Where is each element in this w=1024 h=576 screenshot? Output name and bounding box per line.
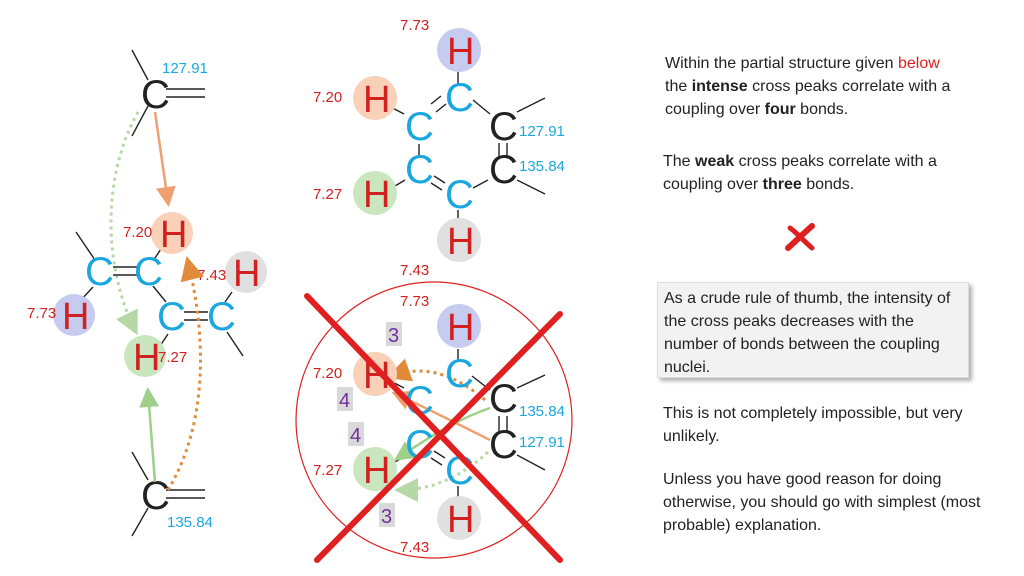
crossed-ring-carbon-1: C [445, 352, 474, 396]
top-ring-h-top-shift: 7.73 [400, 17, 429, 34]
left-top-carbon-shift: 127.91 [162, 60, 208, 77]
left-dotted-orange-arrow [166, 256, 205, 491]
bond-count-badge-3-bg [348, 422, 364, 446]
left-h-green-bg [124, 335, 166, 377]
crossed-ring-outline [295, 281, 573, 559]
left-bottom-carbon-shift: 135.84 [167, 514, 213, 531]
top-ring-h-left-low: H [363, 174, 390, 216]
crossed-ring-c-right-top-shift: 135.84 [519, 403, 565, 420]
bond-count-badge-4: 3 [381, 506, 392, 528]
crossed-ring-h-left-low: H [363, 450, 390, 492]
crossed-ring: C C C C C C H 7.73 H 7.20 H 7.27 135.84 … [295, 281, 573, 563]
left-h-grey-shift: 7.43 [197, 267, 226, 284]
crossed-ring-dotted-orange-arrow [386, 358, 486, 402]
top-ring: C C C C C C H 7.73 H 7.20 H 7.27 127.91 … [313, 17, 565, 279]
bond-count-badge-3: 4 [350, 425, 361, 447]
left-carbon-4: C [207, 295, 236, 339]
crossed-ring-h-left-shift: 7.20 [313, 365, 342, 382]
bond-count-badge-2: 4 [339, 390, 350, 412]
crossed-ring-cross-line-1 [304, 293, 563, 563]
top-ring-h-left-shift: 7.20 [313, 89, 342, 106]
top-ring-c-right-low-shift: 135.84 [519, 158, 565, 175]
top-ring-carbon-4: C [405, 148, 434, 192]
crossed-ring-h-bottom-bg [437, 496, 481, 540]
crossed-ring-h-left-bg [353, 352, 397, 396]
left-carbon-2: C [134, 250, 163, 294]
left-h-orange-shift: 7.20 [123, 224, 152, 241]
top-ring-carbon-6: C [445, 173, 474, 217]
top-ring-h-top-bg [437, 28, 481, 72]
left-h-blue: H [62, 296, 89, 338]
top-ring-carbon-1: C [445, 76, 474, 120]
left-top-carbon: C [141, 73, 170, 117]
left-structure: C 127.91 C C C C H 7.20 H 7.43 [27, 49, 267, 537]
intense-peaks-note: Within the partial structure given below… [665, 55, 951, 118]
crossed-ring-h-top-shift: 7.73 [400, 293, 429, 310]
unlikely-note: This is not completely impossible, but v… [663, 405, 963, 445]
bond-count-badge-2-bg [337, 387, 353, 411]
bond-count-badge-4-bg [379, 503, 395, 527]
crossed-ring-cross-line-2 [314, 311, 563, 563]
left-orange-arrow [153, 111, 176, 207]
top-ring-h-bottom-shift: 7.43 [400, 262, 429, 279]
left-top-bonds [131, 49, 205, 137]
left-h-blue-bg [53, 294, 95, 336]
left-carbon-3: C [157, 295, 186, 339]
simplest-explanation-note: Unless you have good reason for doing ot… [663, 471, 981, 534]
highlight-below: below [898, 55, 940, 72]
top-ring-h-bottom: H [447, 221, 474, 263]
left-dotted-green-arrow [109, 111, 140, 336]
top-ring-h-bottom-bg [437, 218, 481, 262]
left-bottom-bonds [131, 451, 205, 537]
left-carbon-1: C [85, 250, 114, 294]
weak-peaks-note: The weak cross peaks correlate with a co… [663, 153, 937, 193]
crossed-ring-h-bottom: H [447, 499, 474, 541]
left-green-arrow [139, 387, 160, 483]
left-h-green: H [133, 337, 160, 379]
bond-count-badge-1: 3 [388, 325, 399, 347]
rule-of-thumb-text: As a crude rule of thumb, the intensity … [664, 290, 951, 376]
crossed-ring-h-top-bg [437, 304, 481, 348]
crossed-ring-h-top: H [447, 307, 474, 349]
left-h-grey: H [233, 253, 260, 295]
left-h-green-shift: 7.27 [158, 349, 187, 366]
top-ring-h-top: H [447, 31, 474, 73]
top-ring-h-left-bg [353, 76, 397, 120]
top-ring-h-left: H [363, 79, 390, 121]
left-h-orange: H [160, 214, 187, 256]
crossed-ring-h-left-low-shift: 7.27 [313, 462, 342, 479]
crossed-ring-carbon-5: C [489, 423, 518, 467]
wrong-icon [785, 223, 815, 251]
top-ring-carbon-2: C [405, 105, 434, 149]
left-h-grey-bg [225, 251, 267, 293]
top-ring-h-left-low-shift: 7.27 [313, 186, 342, 203]
rule-of-thumb-box: As a crude rule of thumb, the intensity … [657, 282, 969, 378]
left-h-orange-bg [151, 212, 193, 254]
top-ring-h-left-low-bg [353, 171, 397, 215]
bond-count-badge-1-bg [386, 322, 402, 346]
crossed-ring-c-right-low-shift: 127.91 [519, 434, 565, 451]
crossed-ring-h-left-low-bg [353, 447, 397, 491]
left-h-blue-shift: 7.73 [27, 305, 56, 322]
top-ring-carbon-5: C [489, 148, 518, 192]
top-ring-c-right-top-shift: 127.91 [519, 123, 565, 140]
top-ring-carbon-3: C [489, 105, 518, 149]
crossed-ring-h-bottom-shift: 7.43 [400, 539, 429, 556]
